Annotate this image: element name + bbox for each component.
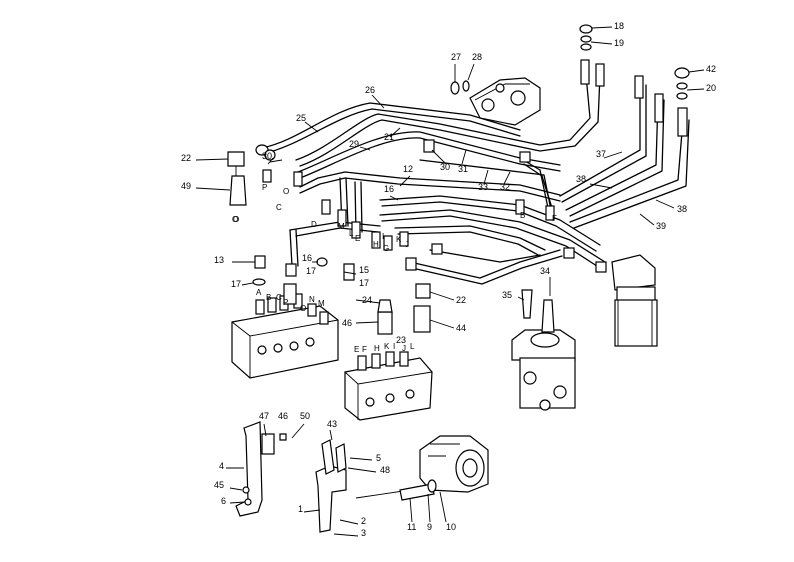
part-label-33: 33 (478, 182, 488, 192)
part-label-35: 35 (502, 290, 512, 300)
leader-lines (269, 94, 675, 226)
part-label-3: 3 (361, 528, 366, 538)
control-valve-bank-center (312, 257, 455, 421)
port-letter-A: A (256, 288, 262, 297)
port-letter-F: F (552, 214, 557, 223)
part-label-2: 2 (361, 516, 366, 526)
part-label-12: 12 (403, 164, 413, 174)
pipe-end-fittings (579, 24, 705, 137)
part-label-45: 45 (214, 480, 224, 490)
port-letter-J: J (405, 240, 409, 249)
port-letter-B: B (520, 211, 525, 220)
port-letter-I: I (382, 232, 384, 241)
part-label-29: 29 (349, 139, 359, 149)
part-label-17: 17 (359, 278, 369, 288)
part-label-24: 24 (362, 295, 372, 305)
part-label-9: 9 (427, 522, 432, 532)
part-label-13: 13 (214, 255, 224, 265)
part-label-10: 10 (446, 522, 456, 532)
mounting-bracket-center (303, 429, 411, 537)
part-label-20: 20 (706, 83, 716, 93)
port-letter-K: K (384, 342, 390, 351)
part-label-26: 26 (365, 85, 375, 95)
part-label-16: 16 (384, 184, 394, 194)
tube-bundle-upper (261, 74, 690, 285)
part-label-30: 30 (262, 151, 272, 161)
control-valve-bank-left (231, 255, 339, 379)
port-letter-I: I (393, 342, 395, 351)
part-label-23: 23 (396, 335, 406, 345)
part-label-44: 44 (456, 323, 466, 333)
part-label-28: 28 (472, 52, 482, 62)
port-letter-G: G (383, 244, 389, 253)
part-label-31: 31 (458, 164, 468, 174)
part-label-48: 48 (380, 465, 390, 475)
port-letter-D: D (311, 220, 317, 229)
part-label-47: 47 (259, 411, 269, 421)
canister-filter (611, 254, 658, 347)
svg-text:O: O (233, 215, 239, 224)
part-label-38: 38 (576, 174, 586, 184)
part-label-50: 50 (300, 411, 310, 421)
part-label-46: 46 (278, 411, 288, 421)
port-letter-L: L (349, 229, 354, 238)
pilot-valve-block (450, 63, 541, 126)
port-letter-F: F (362, 345, 367, 354)
part-label-17: 17 (231, 279, 241, 289)
part-label-30: 30 (440, 162, 450, 172)
port-letter-C: C (276, 203, 282, 212)
part-label-49: 49 (181, 181, 191, 191)
port-letter-P: P (283, 298, 288, 307)
port-letter-C: C (276, 293, 282, 302)
port-letter-H: H (373, 240, 379, 249)
part-label-22: 22 (456, 295, 466, 305)
port-letter-N: N (309, 295, 315, 304)
port-letter-H: H (374, 344, 380, 353)
part-label-1: 1 (298, 504, 303, 514)
part-label-32: 32 (500, 182, 510, 192)
part-label-17: 17 (306, 266, 316, 276)
tube-fittings (262, 139, 607, 277)
part-label-11: 11 (407, 522, 416, 532)
port-letter-K: K (396, 235, 402, 244)
hydraulic-pump (399, 435, 489, 523)
port-letter-O: O (232, 215, 238, 224)
part-label-21: 21 (384, 132, 394, 142)
mounting-bracket-left (226, 421, 305, 517)
part-label-4: 4 (219, 461, 224, 471)
part-label-6: 6 (221, 496, 226, 506)
port-letter-E: E (355, 234, 360, 243)
part-label-16: 16 (302, 253, 312, 263)
part-label-18: 18 (614, 21, 624, 31)
port-letter-P: P (262, 183, 267, 192)
part-label-5: 5 (376, 453, 381, 463)
part-label-27: 27 (451, 52, 461, 62)
port-letter-L: L (410, 342, 415, 351)
port-letter-E: E (354, 345, 359, 354)
part-label-22: 22 (181, 153, 191, 163)
part-label-19: 19 (614, 38, 624, 48)
port-letter-M: M (318, 299, 325, 308)
port-letter-O: O (300, 304, 306, 313)
part-label-46: 46 (342, 318, 352, 328)
part-label-38: 38 (677, 204, 687, 214)
part-label-34: 34 (540, 266, 550, 276)
part-label-15: 15 (359, 265, 369, 275)
port-letter-B: B (266, 293, 271, 302)
part-label-42: 42 (706, 64, 716, 74)
port-letter-J: J (402, 344, 406, 353)
port-letter-O: O (283, 187, 289, 196)
steering-unit (511, 277, 576, 411)
part-label-37: 37 (596, 149, 606, 159)
part-label-25: 25 (296, 113, 306, 123)
port-letter-M: M (338, 222, 345, 231)
part-label-43: 43 (327, 419, 337, 429)
elbow-and-inline-filter: O (195, 144, 276, 224)
part-label-39: 39 (656, 221, 666, 231)
